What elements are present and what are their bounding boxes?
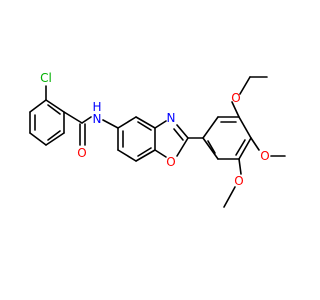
bond — [202, 137, 219, 160]
carbonyl-oxygen-label: O — [77, 146, 86, 160]
bond — [47, 130, 61, 141]
amide-hydrogen-label: H — [92, 100, 101, 114]
bond — [154, 149, 167, 158]
bond — [207, 140, 216, 154]
methoxy-oxygen-label: O — [231, 91, 240, 105]
bond — [176, 124, 189, 139]
bond — [154, 120, 167, 129]
atom-labels: Cl O N H N O O O O — [40, 71, 270, 188]
bonds — [29, 76, 286, 208]
bond — [47, 104, 61, 115]
bond — [137, 121, 152, 131]
bond — [117, 116, 137, 129]
bond — [135, 149, 156, 162]
bond — [176, 137, 189, 157]
molecule-structure: Cl O N H N O O O O — [29, 71, 286, 208]
bond — [81, 116, 92, 124]
bond — [238, 116, 252, 139]
bond — [235, 139, 246, 156]
bond — [102, 119, 119, 129]
bond — [45, 99, 65, 113]
bond — [45, 132, 65, 146]
bond — [239, 76, 251, 95]
bond — [137, 147, 152, 157]
amide-nitrogen-label: N — [93, 112, 102, 126]
bond — [202, 116, 219, 139]
bond — [29, 99, 47, 113]
bond — [117, 149, 137, 162]
chlorine-atom-label: Cl — [40, 71, 52, 85]
bond — [173, 128, 184, 141]
oxazole-nitrogen-label: N — [167, 111, 176, 125]
methoxy-oxygen-label: O — [260, 149, 269, 163]
bond — [29, 132, 47, 146]
bond — [231, 101, 240, 118]
bond — [238, 158, 242, 175]
bond — [223, 186, 236, 208]
bond — [135, 116, 156, 129]
bond — [238, 137, 252, 160]
oxazole-oxygen-label: O — [166, 155, 175, 169]
bond — [63, 111, 83, 124]
bond — [250, 137, 260, 151]
methoxy-oxygen-label: O — [234, 174, 243, 188]
